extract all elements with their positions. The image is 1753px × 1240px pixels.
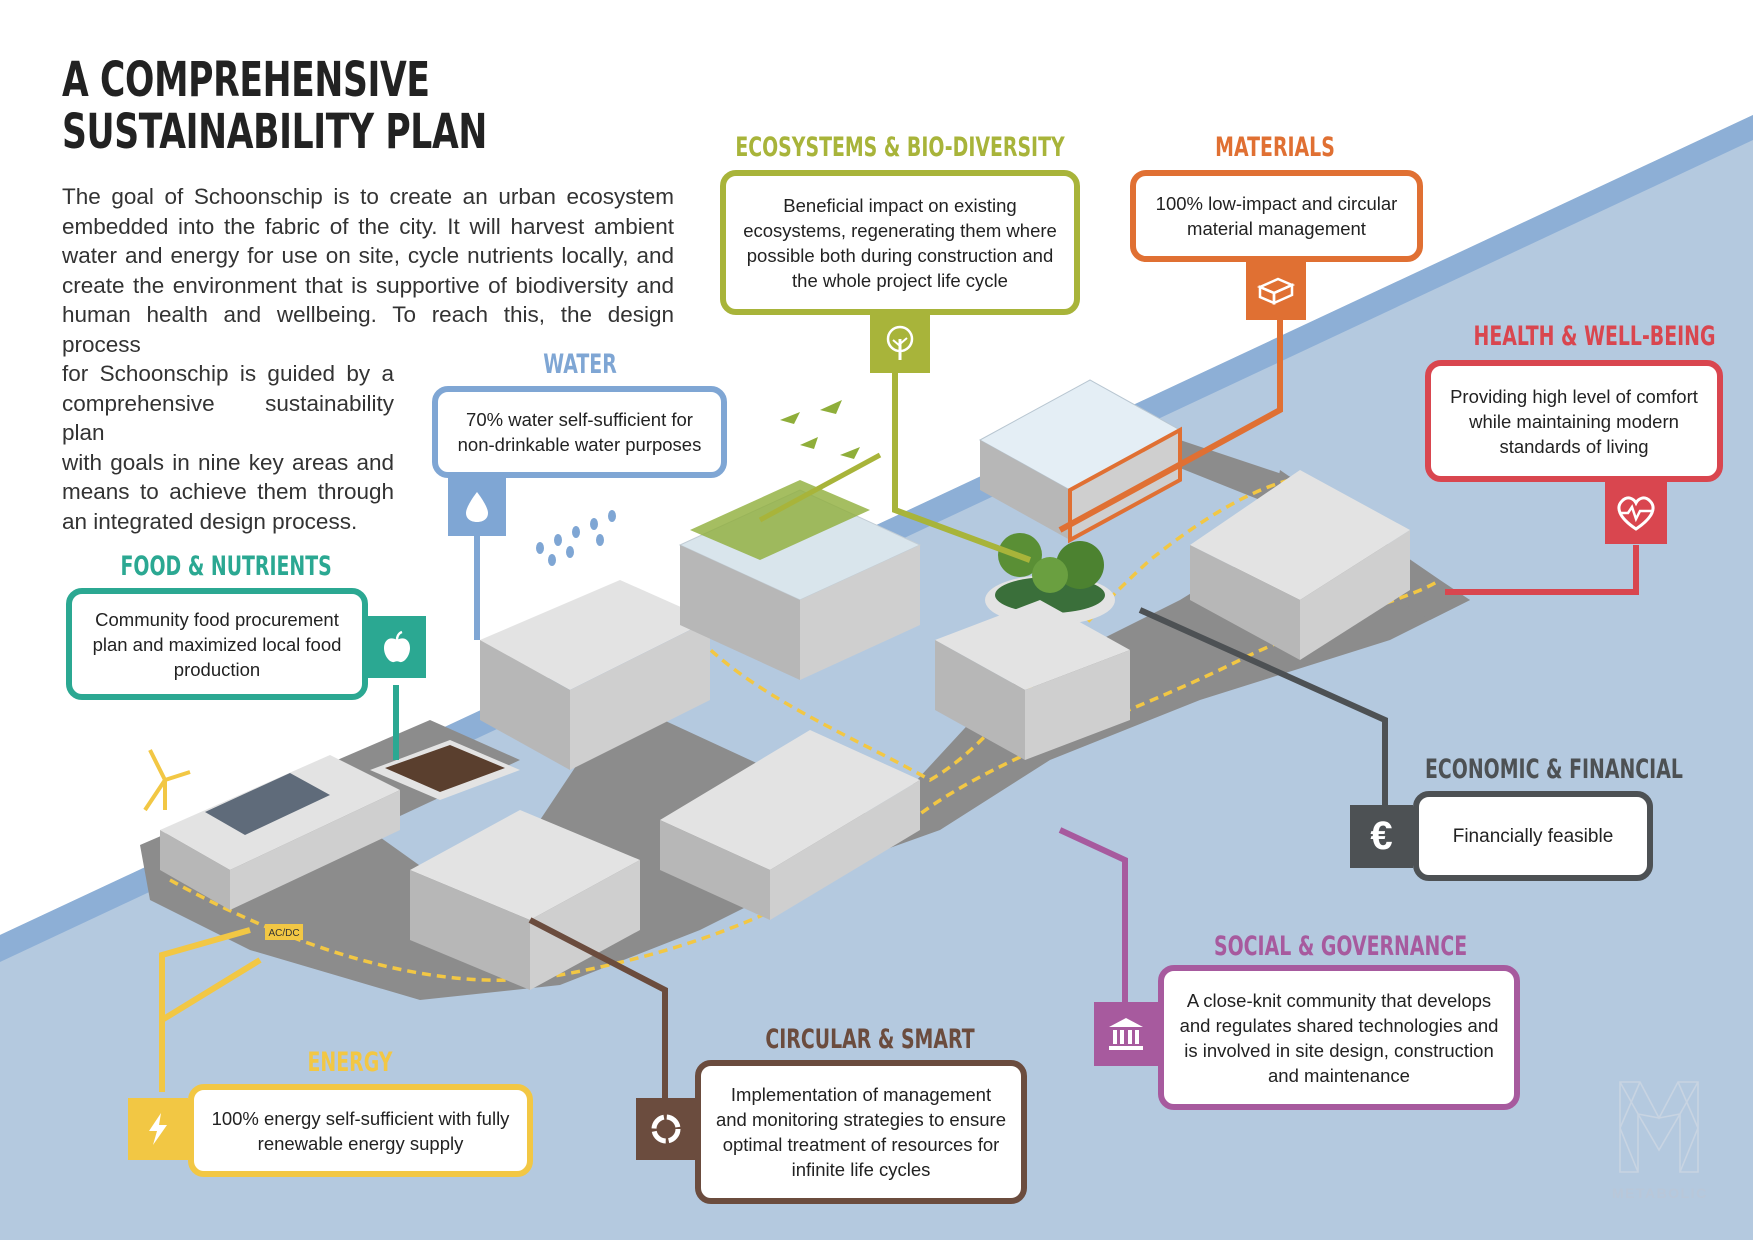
metabolic-logo-icon bbox=[1619, 1081, 1699, 1173]
economic-title: ECONOMIC & FINANCIAL bbox=[1425, 754, 1683, 785]
circular-box: Implementation of management and monitor… bbox=[695, 1060, 1027, 1204]
cycle-arrows-icon bbox=[636, 1098, 695, 1160]
intro-line: an integrated design process. bbox=[62, 508, 358, 534]
building-columns-icon bbox=[1094, 1002, 1158, 1066]
brick-icon bbox=[1246, 262, 1306, 320]
connector-lines bbox=[159, 320, 1639, 1098]
intro-line: The goal of Schoonschip is to create an … bbox=[62, 184, 674, 209]
building-health bbox=[1190, 470, 1410, 660]
intro-line: human health and wellbeing. To reach thi… bbox=[62, 302, 674, 357]
intro-line: water and energy for use on site, cycle … bbox=[62, 243, 674, 268]
circular-title: CIRCULAR & SMART bbox=[765, 1024, 975, 1055]
energy-title: ENERGY bbox=[307, 1047, 393, 1078]
walking-path-2 bbox=[698, 478, 1291, 783]
building-water bbox=[480, 580, 710, 770]
food-box: Community food procurement plan and maxi… bbox=[66, 588, 368, 700]
greenhouse-roof-garden bbox=[678, 480, 922, 680]
food-title: FOOD & NUTRIENTS bbox=[120, 551, 332, 582]
page-title: A COMPREHENSIVE SUSTAINABILITY PLAN bbox=[62, 54, 487, 158]
brand-name: METABOLIC bbox=[1612, 1185, 1708, 1201]
materials-box: 100% low-impact and circular material ma… bbox=[1130, 170, 1423, 262]
euro-icon: € bbox=[1350, 805, 1413, 868]
ecosystems-box: Beneficial impact on existing ecosystems… bbox=[720, 170, 1080, 315]
materials-title: MATERIALS bbox=[1215, 132, 1335, 163]
intro-line: comprehensive sustainability plan bbox=[62, 390, 394, 446]
building-center bbox=[935, 600, 1130, 760]
social-title: SOCIAL & GOVERNANCE bbox=[1214, 931, 1468, 962]
intro-line: for Schoonschip is guided by a bbox=[62, 361, 394, 386]
water-box: 70% water self-sufficient for non-drinka… bbox=[432, 386, 727, 478]
building-large bbox=[660, 730, 920, 920]
economic-box: Financially feasible bbox=[1413, 791, 1653, 881]
intro-paragraph: The goal of Schoonschip is to create an … bbox=[62, 182, 674, 536]
ecosystems-title: ECOSYSTEMS & BIO-DIVERSITY bbox=[735, 132, 1065, 163]
intro-line: means to achieve them through bbox=[62, 479, 394, 504]
planter bbox=[370, 740, 520, 800]
rain-drops bbox=[536, 510, 616, 566]
building-smart bbox=[410, 810, 640, 990]
heart-pulse-icon bbox=[1605, 482, 1667, 544]
water-title: WATER bbox=[543, 349, 617, 380]
wind-turbine bbox=[143, 749, 191, 812]
water-drop-icon bbox=[448, 478, 506, 536]
health-title: HEALTH & WELL-BEING bbox=[1473, 321, 1716, 352]
birds bbox=[780, 400, 860, 459]
tree-island bbox=[985, 533, 1115, 625]
acdc-label: AC/DC bbox=[268, 928, 299, 939]
title-line-2: SUSTAINABILITY PLAN bbox=[62, 104, 487, 160]
acdc-box bbox=[265, 924, 303, 940]
intro-line: with goals in nine key areas and bbox=[62, 449, 394, 475]
energy-box: 100% energy self-sufficient with fully r… bbox=[188, 1084, 533, 1177]
intro-line: create the environment that is supportiv… bbox=[62, 272, 674, 298]
title-line-1: A COMPREHENSIVE bbox=[62, 52, 430, 108]
intro-line: embedded into the fabric of the city. It… bbox=[62, 213, 674, 239]
social-box: A close-knit community that develops and… bbox=[1158, 965, 1520, 1110]
tree-icon bbox=[870, 315, 930, 373]
metabolic-logo: METABOLIC bbox=[1612, 1078, 1706, 1201]
lightning-icon bbox=[128, 1098, 188, 1160]
apple-icon bbox=[368, 616, 426, 678]
building-energy bbox=[160, 755, 400, 910]
health-box: Providing high level of comfort while ma… bbox=[1425, 360, 1723, 482]
